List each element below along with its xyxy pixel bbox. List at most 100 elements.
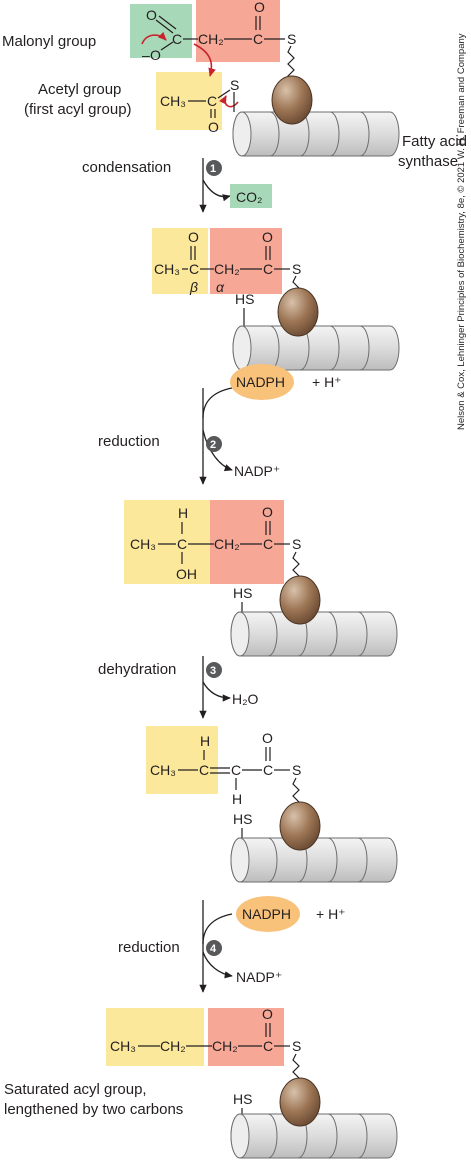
enzyme-label-2: synthase (398, 153, 458, 170)
red-arrow-2 (193, 43, 216, 77)
acetyl-label-1: Acetyl group (38, 81, 121, 98)
step-3-name: dehydration (98, 661, 176, 678)
sat-s: S (292, 1038, 301, 1054)
hydroxy-oh: OH (176, 566, 197, 582)
sat-ch2-a: CH₂ (160, 1038, 186, 1054)
ketoacyl-hs: HS (235, 291, 254, 307)
step-2-name: reduction (98, 433, 160, 450)
nadp-label-1: NADP⁺ (234, 463, 280, 479)
h2o-label: H₂O (232, 691, 259, 707)
ketoacyl-c-thio: C (263, 261, 273, 277)
sat-salmon-box (208, 1008, 284, 1066)
enzyme-3 (230, 575, 398, 657)
malonyl-green-box (130, 4, 192, 58)
malonyl-s: S (287, 31, 296, 47)
hydroxy-c-thio: C (263, 536, 273, 552)
nadph-label-1: NADPH (236, 374, 285, 390)
step-1-name: condensation (82, 159, 171, 176)
atom-o-top: O (146, 7, 157, 23)
step-2-number: 2 (210, 439, 216, 451)
step-2-reduction: NADPH + H⁺ 2 reduction NADP⁺ (98, 364, 342, 485)
enoyl-s: S (292, 762, 301, 778)
acetyl-label-2: (first acyl group) (24, 101, 132, 118)
section-enoyl: H CH₃ C C H C O S HS (146, 726, 398, 883)
ketoacyl-s: S (292, 261, 301, 277)
nadp-label-2: NADP⁺ (236, 969, 282, 985)
section-saturated: CH₃ CH₂ CH₂ C O S Saturated acyl group, … (4, 1006, 398, 1159)
red-arrow-3 (219, 95, 239, 108)
step-1-badge (206, 160, 222, 176)
section-ketoacyl: CH₃ C O β CH₂ α C O S HS (152, 228, 400, 371)
malonyl-salmon-box (196, 0, 280, 62)
nadph-pill-1 (230, 364, 294, 400)
co2-green-box (230, 184, 272, 208)
step-4-name: reduction (118, 939, 180, 956)
step-4-reduction: NADPH + H⁺ 4 reduction NADP⁺ (118, 896, 346, 993)
sat-hs: HS (233, 1091, 252, 1107)
acetyl-c: C (207, 93, 217, 109)
malonyl-label: Malonyl group (2, 33, 96, 50)
enoyl-yellow-box (146, 726, 218, 794)
enoyl-c-alpha: C (231, 762, 241, 778)
proton-label-2: + H⁺ (316, 906, 346, 922)
enzyme-4 (230, 801, 398, 883)
enzyme-1 (232, 75, 400, 157)
malonyl-o-thioester: O (254, 0, 265, 15)
atom-o-bottom: O (150, 47, 161, 63)
hydroxy-salmon-box (210, 500, 284, 584)
hydroxy-yellow-box (124, 500, 210, 584)
credit-line: Nelson & Cox, Lehninger Principles of Bi… (456, 33, 467, 430)
red-arrow-1 (141, 31, 167, 45)
final-label-1: Saturated acyl group, (4, 1081, 147, 1098)
enoyl-h-bottom: H (232, 791, 242, 807)
atom-c-carboxyl: C (172, 31, 182, 47)
step-4-number: 4 (210, 943, 217, 955)
nadph-pill-2 (236, 896, 300, 932)
ketoacyl-alpha: α (216, 279, 225, 295)
ketoacyl-c-beta: C (189, 261, 199, 277)
acetyl-ch3: CH₃ (160, 93, 186, 109)
step-1-number: 1 (210, 163, 216, 175)
co2-label: CO₂ (236, 189, 262, 205)
acetyl-o: O (208, 119, 219, 135)
step-2-badge (206, 436, 222, 452)
ketoacyl-ch3: CH₃ (154, 261, 180, 277)
ketoacyl-ch2: CH₂ (214, 261, 240, 277)
enoyl-h-top: H (200, 733, 210, 749)
section-hydroxyacyl: H CH₃ C OH CH₂ C O S HS (124, 500, 398, 657)
proton-label-1: + H⁺ (312, 374, 342, 390)
hydroxy-ch2: CH₂ (214, 536, 240, 552)
enzyme-2 (232, 287, 400, 371)
step-3-dehydration: 3 dehydration H₂O (98, 656, 259, 719)
ketoacyl-yellow-box (152, 228, 208, 294)
enzyme-label-1: Fatty acid (402, 133, 467, 150)
sat-yellow-box (106, 1008, 204, 1066)
step-4-badge (206, 940, 222, 956)
sat-c-thio: C (263, 1038, 273, 1054)
malonyl-c-thioester: C (253, 31, 263, 47)
atom-o-minus: – (142, 47, 150, 63)
ketoacyl-o-thio: O (262, 229, 273, 245)
hydroxy-s: S (292, 536, 301, 552)
malonyl-ch2: CH₂ (198, 31, 224, 47)
enoyl-hs: HS (233, 811, 252, 827)
section-start: Malonyl group O – O C CH₂ C O S Acetyl g… (2, 0, 467, 170)
hydroxy-ch3: CH₃ (130, 536, 156, 552)
hydroxy-h: H (178, 505, 188, 521)
enoyl-c-thio: C (263, 762, 273, 778)
step-3-badge (206, 662, 222, 678)
enoyl-ch3: CH₃ (150, 762, 176, 778)
sat-ch3: CH₃ (110, 1038, 136, 1054)
hydroxy-o-thio: O (262, 504, 273, 520)
step-3-number: 3 (210, 665, 216, 677)
ketoacyl-beta: β (189, 279, 198, 295)
acp-domain (271, 75, 313, 125)
acetyl-s: S (230, 77, 239, 93)
step-1-condensation: 1 condensation CO₂ (82, 158, 272, 213)
enoyl-o-thio: O (262, 730, 273, 746)
ketoacyl-salmon-box (210, 228, 282, 294)
nadph-label-2: NADPH (242, 906, 291, 922)
hydroxy-c-beta: C (177, 536, 187, 552)
ketoacyl-o-beta: O (188, 229, 199, 245)
